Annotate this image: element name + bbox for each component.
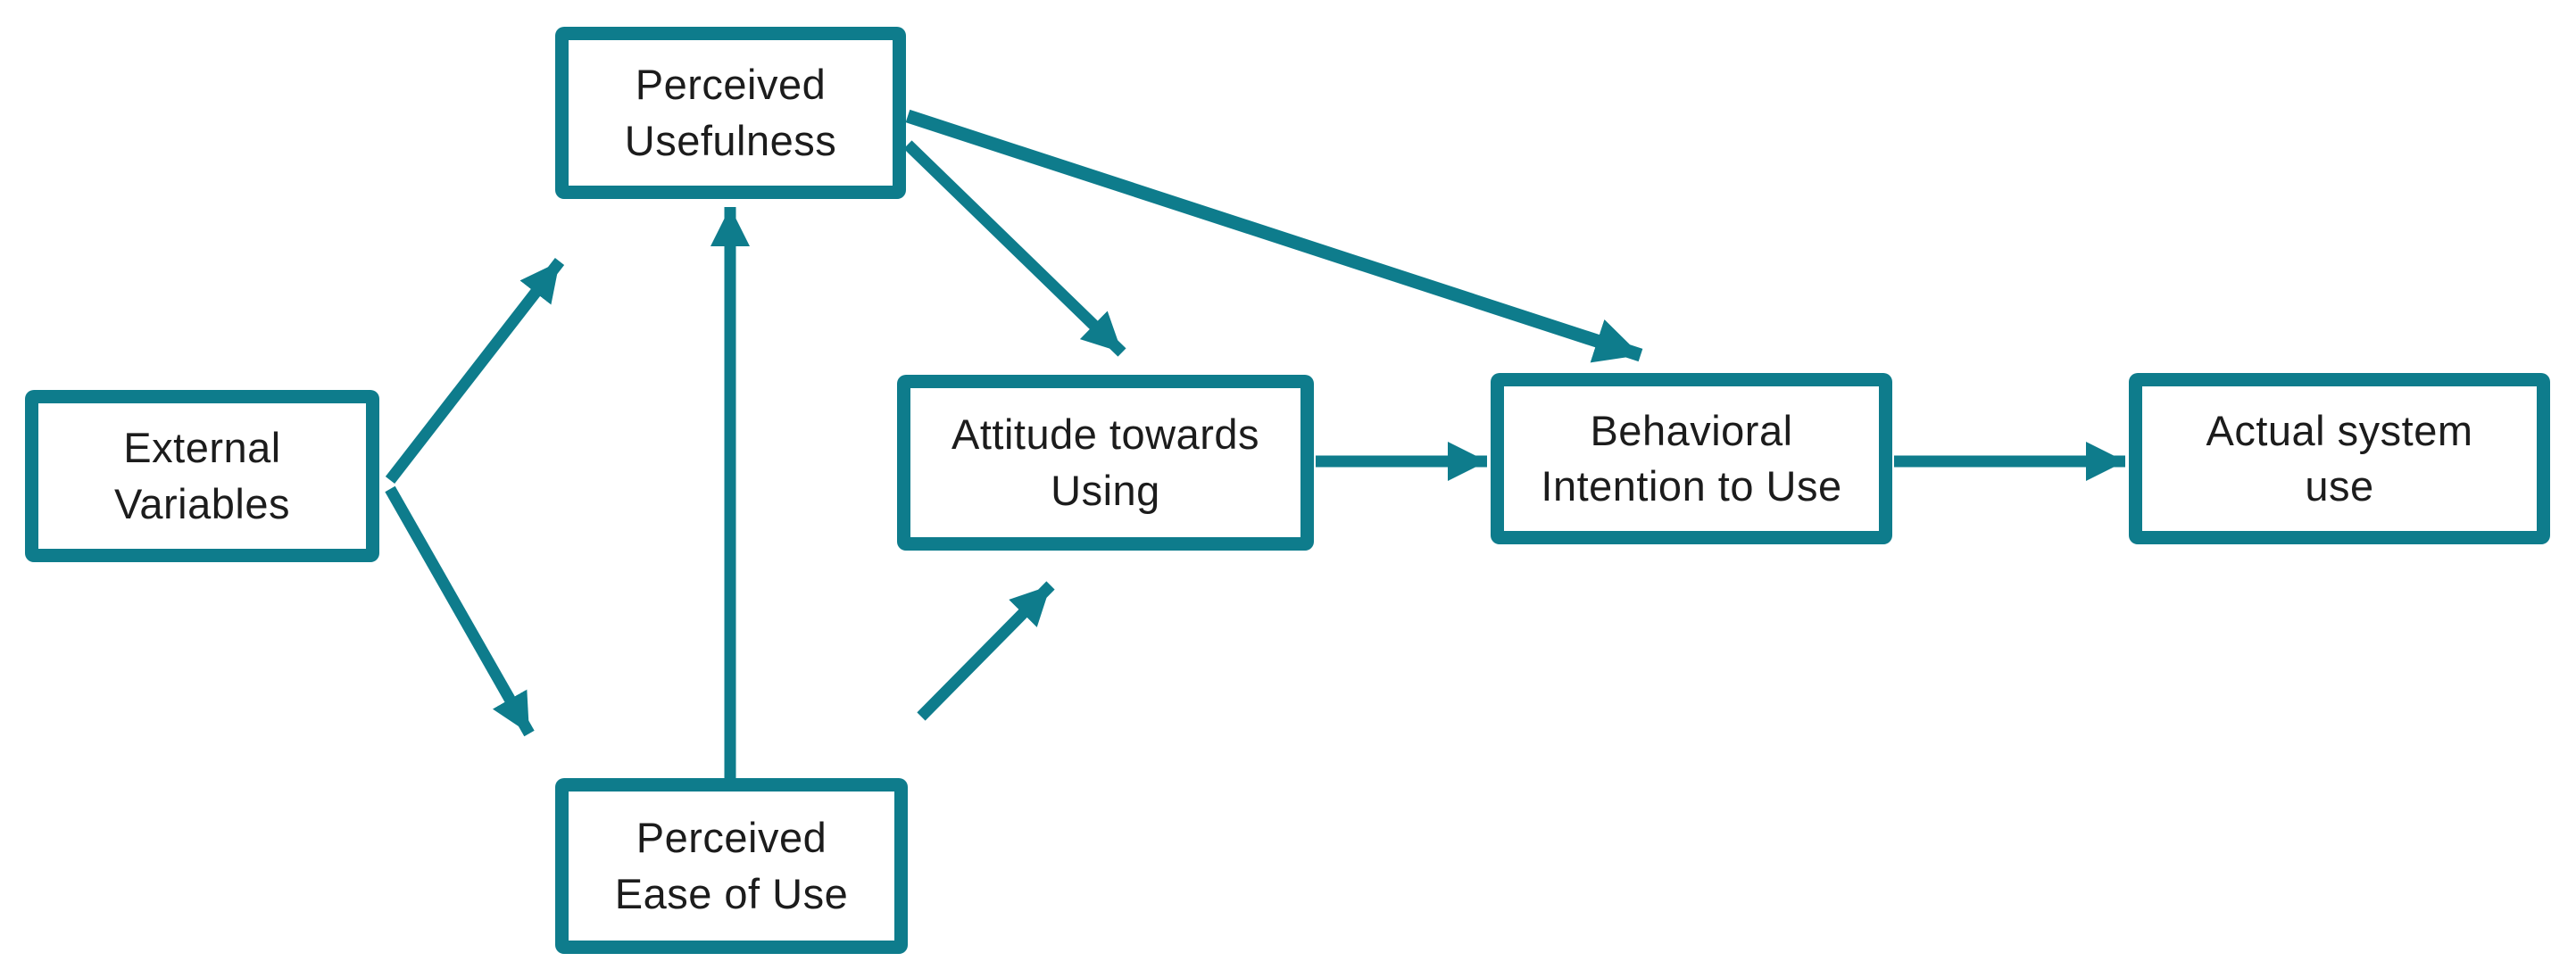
node-perceived-usefulness-label: Perceived Usefulness — [624, 61, 837, 164]
node-behavioral-intention-to-use-label: Behavioral Intention to Use — [1541, 406, 1842, 510]
node-attitude-towards-using: Attitude towards Using — [897, 375, 1314, 551]
node-actual-system-use: Actual system use — [2129, 373, 2550, 544]
node-external-variables-label: External Variables — [114, 424, 290, 527]
node-attitude-towards-using-label: Attitude towards Using — [951, 410, 1259, 514]
arrow-perceived-usefulness-to-behavioral-intention — [905, 109, 1643, 363]
node-perceived-usefulness: Perceived Usefulness — [555, 27, 906, 199]
node-external-variables: External Variables — [25, 390, 379, 562]
arrow-perceived-ease-of-use-to-attitude-towards-using — [917, 581, 1055, 721]
arrow-perceived-usefulness-to-attitude-towards-using — [903, 140, 1126, 357]
node-behavioral-intention-to-use: Behavioral Intention to Use — [1491, 373, 1892, 544]
node-perceived-ease-of-use-label: Perceived Ease of Use — [614, 814, 849, 917]
node-perceived-ease-of-use: Perceived Ease of Use — [555, 778, 908, 954]
node-actual-system-use-label: Actual system use — [2206, 406, 2473, 510]
arrow-external-variables-to-perceived-ease-of-use — [385, 485, 535, 737]
arrow-external-variables-to-perceived-usefulness — [385, 258, 565, 484]
